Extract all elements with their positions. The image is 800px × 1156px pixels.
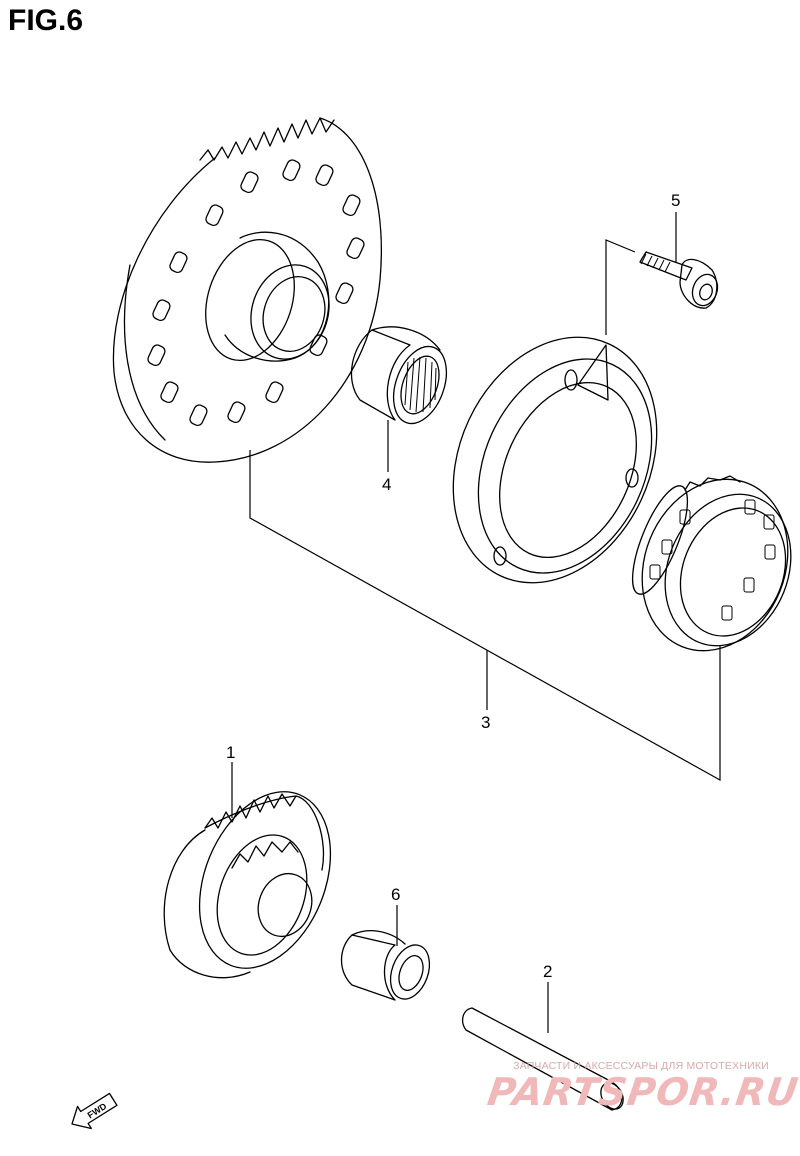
one-way-sprag-clutch <box>631 475 792 652</box>
needle-bearing <box>350 326 448 425</box>
callout-6: 6 <box>391 885 400 904</box>
starter-clutch-gear <box>112 117 382 463</box>
callout-1: 1 <box>226 743 235 762</box>
leader-lines <box>231 212 721 1033</box>
idle-gear <box>163 791 332 979</box>
watermark-logo: PARTSPOR.RU <box>484 1070 800 1114</box>
fwd-arrow-icon: FWD <box>71 1092 118 1130</box>
callout-4: 4 <box>382 475 391 494</box>
gear-holes <box>147 159 365 427</box>
bushing <box>340 930 431 1001</box>
callout-5: 5 <box>671 191 680 210</box>
clutch-housing <box>452 336 658 584</box>
idle-gear-shaft <box>461 1007 624 1111</box>
callout-labels: 1 2 3 4 5 6 <box>226 191 680 981</box>
watermark-tagline: ЗАПЧАСТИ И АКСЕССУАРЫ ДЛЯ МОТОТЕХНИКИ <box>513 1060 769 1072</box>
callout-3: 3 <box>481 713 490 732</box>
socket-bolt <box>639 251 719 309</box>
watermark: ЗАПЧАСТИ И АКСЕССУАРЫ ДЛЯ МОТОТЕХНИКИ PA… <box>484 1060 800 1114</box>
figure-title: FIG.6 <box>8 4 84 37</box>
callout-2: 2 <box>543 962 552 981</box>
